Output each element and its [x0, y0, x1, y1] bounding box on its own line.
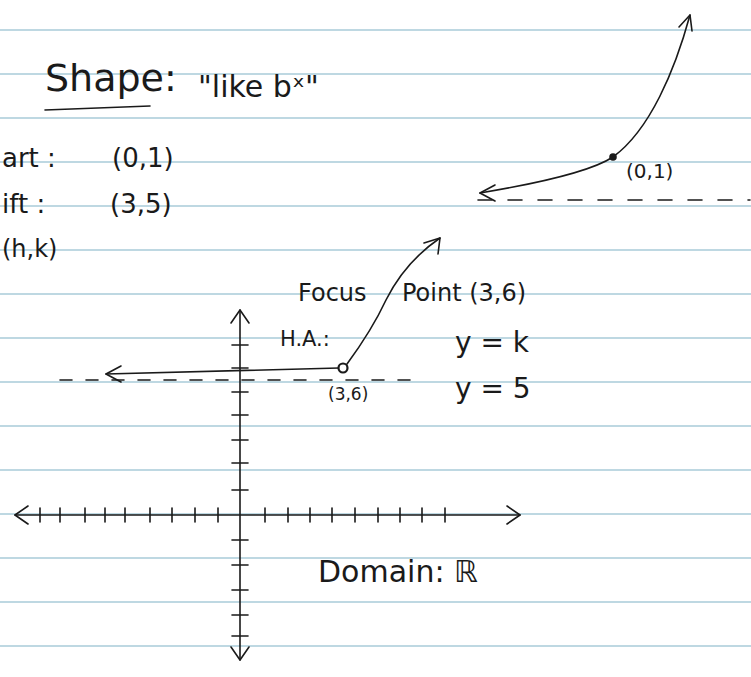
exp-curve: [480, 15, 690, 193]
arrowhead: [480, 185, 495, 201]
point-label: (0,1): [626, 160, 673, 182]
arrowhead: [424, 238, 440, 254]
open-point: [339, 364, 348, 373]
note: art :: [2, 144, 56, 173]
ruled-lines: [0, 30, 751, 646]
note: Domain: ℝ: [318, 555, 478, 588]
note: "like bˣ": [198, 70, 319, 103]
equation: y = 5: [455, 374, 531, 405]
note: Point (3,6): [402, 280, 526, 306]
y-axis: [239, 310, 241, 660]
coordinate: (0,1): [112, 144, 174, 173]
underline: [45, 106, 150, 110]
heading: Shape:: [45, 58, 177, 100]
exp-curve: [106, 368, 339, 374]
y-ticks: [232, 345, 248, 636]
point: [609, 153, 617, 161]
note: Focus: [298, 280, 367, 306]
arrowhead: [507, 506, 520, 524]
arrowhead: [15, 506, 28, 524]
arrowhead: [231, 310, 249, 323]
arrowhead: [231, 647, 249, 660]
note: ift :: [2, 190, 45, 219]
asymptote: [60, 379, 415, 381]
coordinate: (3,5): [110, 190, 172, 219]
point-label: (3,6): [326, 385, 370, 404]
x-ticks: [40, 508, 445, 522]
arrowhead: [679, 15, 692, 31]
arrowhead: [106, 366, 121, 382]
note: H.A.:: [280, 328, 330, 351]
equation: y = k: [455, 328, 529, 359]
asymptote: [478, 199, 750, 201]
coordinate: (h,k): [2, 236, 57, 262]
